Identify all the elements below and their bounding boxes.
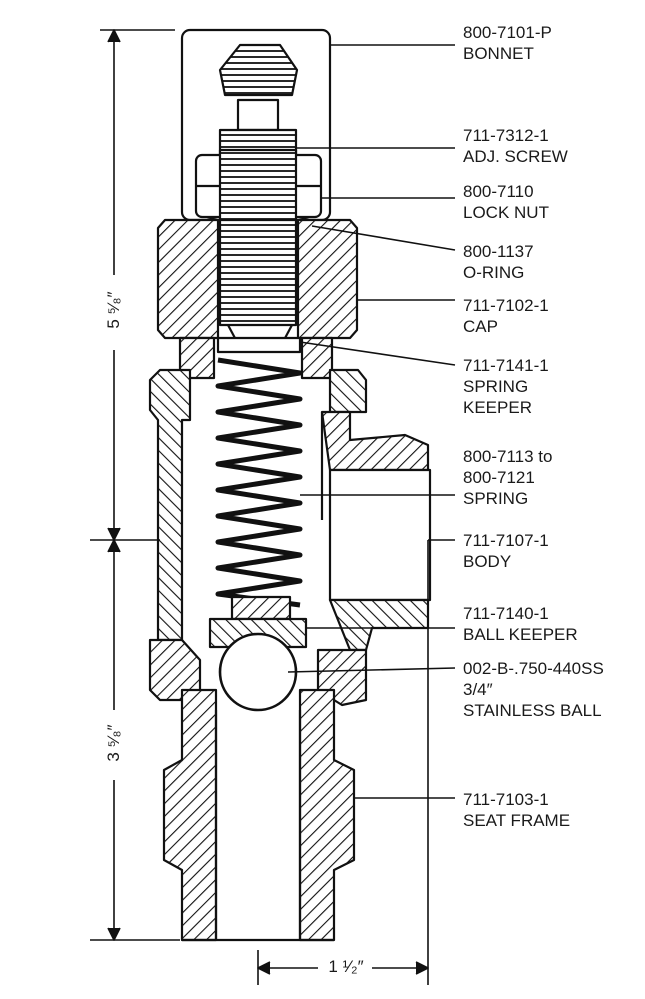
spring-part [215, 357, 303, 608]
part-number-o-ring: 800-1137 [463, 242, 534, 261]
seat-frame-part [162, 688, 356, 942]
part-name-o-ring: O-RING [463, 263, 525, 282]
part-number-stainless-ball: 002-B-.750-440SS [463, 659, 604, 678]
label-cap: 711-7102-1 CAP [463, 295, 549, 337]
dimension-width: 1 ¹⁄₂″ [328, 957, 364, 976]
part-number-bonnet: 800-7101-P [463, 23, 552, 42]
label-o-ring: 800-1137 O-RING [463, 241, 534, 283]
label-body: 711-7107-1 BODY [463, 530, 549, 572]
label-adj-screw: 711-7312-1 ADJ. SCREW [463, 125, 568, 167]
part-number-cap: 711-7102-1 [463, 296, 549, 315]
part-name-bonnet: BONNET [463, 44, 534, 63]
part-number-spring-keeper: 711-7141-1 [463, 356, 549, 375]
part-name-spring-keeper-2: KEEPER [463, 398, 532, 417]
body-part [148, 368, 432, 707]
dimension-upper-height: 5 ⁵⁄₈″ [104, 291, 123, 329]
label-ball-keeper: 711-7140-1 BALL KEEPER [463, 603, 578, 645]
dimension-lower-height: 3 ⁵⁄₈″ [104, 724, 123, 762]
part-name-spring-keeper-1: SPRING [463, 377, 529, 396]
label-bonnet: 800-7101-P BONNET [463, 22, 552, 64]
part-name-seat-frame: SEAT FRAME [463, 811, 571, 830]
label-spring: 800-7113 to 800-7121 SPRING [463, 446, 552, 509]
label-lock-nut: 800-7110 LOCK NUT [463, 181, 549, 223]
part-name-ball-keeper: BALL KEEPER [463, 625, 578, 644]
part-number-spring: 800-7113 to [463, 447, 553, 466]
leader-lines [287, 44, 456, 799]
part-name-cap: CAP [463, 317, 498, 336]
part-size-stainless-ball: 3/4″ [463, 680, 493, 699]
label-spring-keeper: 711-7141-1 SPRING KEEPER [463, 355, 549, 418]
part-name-spring: SPRING [463, 489, 529, 508]
part-name-lock-nut: LOCK NUT [463, 203, 549, 222]
label-stainless-ball: 002-B-.750-440SS 3/4″ STAINLESS BALL [463, 658, 604, 721]
part-number-body: 711-7107-1 [463, 531, 549, 550]
dimension-lines [90, 29, 429, 985]
part-number-seat-frame: 711-7103-1 [463, 790, 549, 809]
stainless-ball-part [218, 632, 298, 712]
spring-keeper-part [216, 336, 302, 354]
part-name-adj-screw: ADJ. SCREW [463, 147, 568, 166]
part-name-body: BODY [463, 552, 512, 571]
part-name-stainless-ball: STAINLESS BALL [463, 701, 602, 720]
part-number-lock-nut: 800-7110 [463, 182, 534, 201]
cap-part [156, 218, 359, 380]
label-seat-frame: 711-7103-1 SEAT FRAME [463, 789, 570, 831]
lock-nut-part [194, 148, 323, 222]
part-number-spring-2: 800-7121 [463, 468, 535, 487]
part-number-ball-keeper: 711-7140-1 [463, 604, 549, 623]
part-number-adj-screw: 711-7312-1 [463, 126, 549, 145]
